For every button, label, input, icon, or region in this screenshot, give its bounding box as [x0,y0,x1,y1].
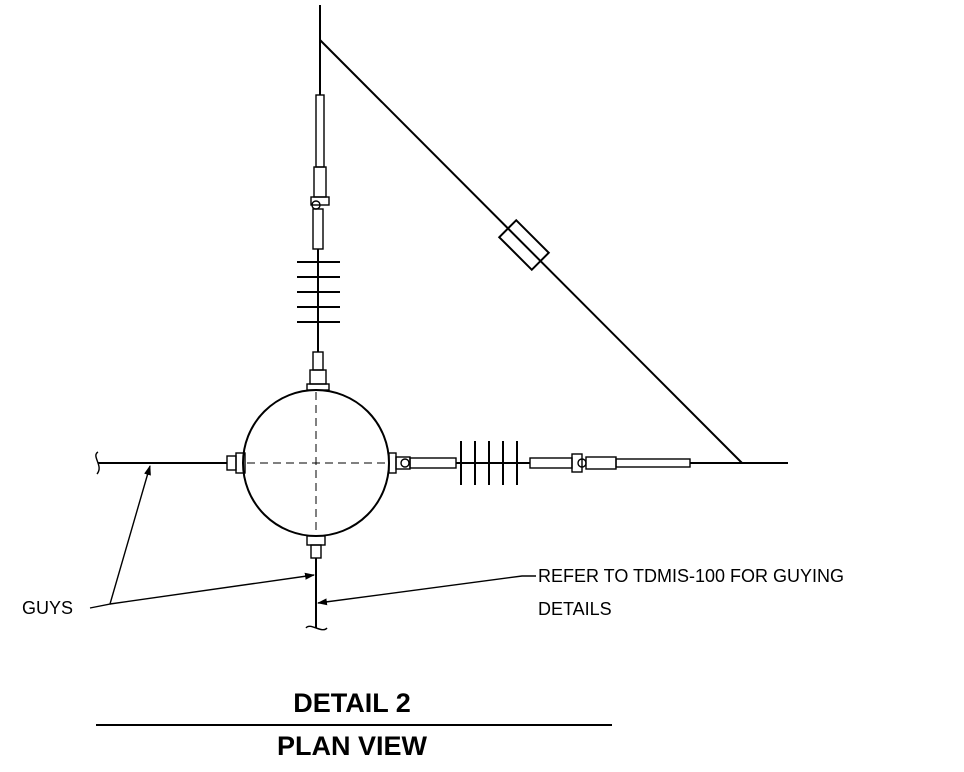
guys-label: GUYS [22,598,73,618]
refer-note-line1: REFER TO TDMIS-100 FOR GUYING [538,566,844,586]
pole-clevis-pin-right [400,458,410,468]
pole [242,389,390,537]
detail-title: DETAIL 2 [293,688,411,718]
clamp-body-right [585,456,617,470]
conductor-right [388,441,788,485]
guy-attachment-bottom [310,544,322,559]
jumper-wire [319,39,743,464]
pole-clevis-top [309,369,327,385]
insulator-rod-right [529,457,573,469]
insulator-end-right [409,457,457,469]
insulator-sheds-right [460,441,518,485]
clamp-body-top [313,166,327,198]
break-symbol-left [95,451,100,475]
guys-leader-to-bottom-guy [109,572,315,605]
dead-end-clamp-top [315,94,325,168]
pole-bracket-top [306,383,330,391]
leaders [89,465,536,609]
view-title: PLAN VIEW [277,731,428,761]
dead-end-clamp-right [615,458,691,468]
guy-bottom [305,535,328,631]
guy-left [95,451,246,475]
guy-bolt-bottom [306,535,326,546]
jumper [319,39,743,464]
insulator-rod-top [312,208,324,250]
pole-bracket-right [388,452,397,474]
guys-leader-to-left-guy [89,465,151,609]
guy-attachment-left [226,455,237,471]
guy-bolt-left [235,452,246,474]
jumper-connector [497,218,551,272]
refer-leader [317,575,536,606]
conductor-top [297,5,340,391]
insulator-sheds-top [297,261,340,323]
clevis-right [571,453,583,473]
break-symbol-bottom [305,625,328,631]
insulator-end-top [312,351,324,371]
refer-note-line2: DETAILS [538,599,612,619]
